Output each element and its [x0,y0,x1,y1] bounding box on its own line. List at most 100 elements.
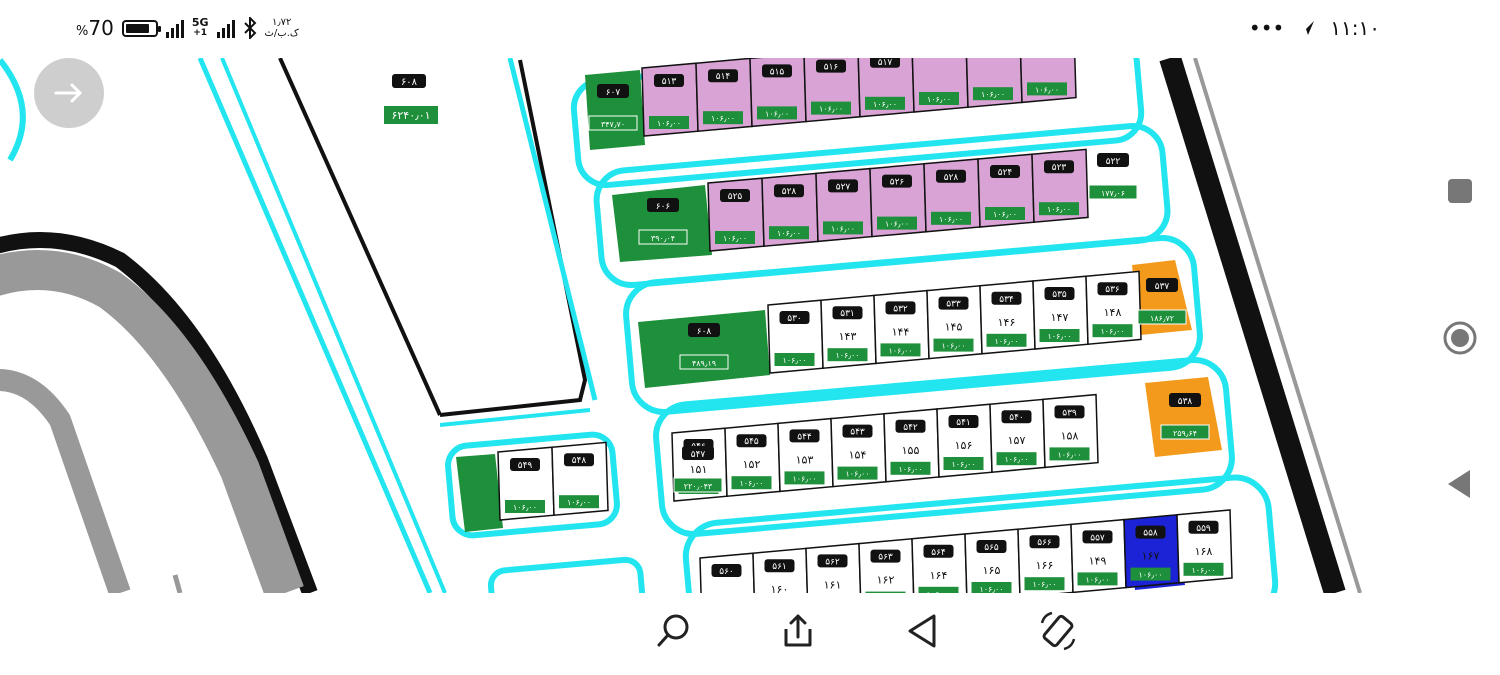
parcel-lot[interactable]: ۱۰۶٫۰۰ [911,58,969,113]
parcel-lot[interactable]: ۱۰۶٫۰۰ [1019,58,1077,104]
collapse-button[interactable] [1440,464,1480,508]
lot-number: ۵۱۷ [878,58,893,68]
lot-plate: ۱۵۲ [743,458,761,471]
lot-area: ۱۰۶٫۰۰ [941,342,965,351]
share-icon [784,614,812,647]
parcel-lot[interactable]: ۵۶۲۱۶۱۱۰۶٫۰۰ [805,542,862,593]
map-canvas[interactable]: ۶۰۸ ۶۲۴۰٫۰۱ ۵۱۳۱۰۶٫۰۰۵۱۴۱۰۶٫۰۰۵۱۵۱۰۶٫۰۰۵… [0,58,1380,593]
parcel-lot[interactable]: ۵۶۴۱۶۴۱۰۶٫۰۰ [911,533,968,593]
lot-area: ۱۰۶٫۰۰ [993,210,1017,219]
parcel-lot[interactable]: ۵۶۳۱۶۲۱۰۶٫۰۰ [858,537,915,593]
stop-button[interactable] [1440,172,1480,216]
parcel-lot[interactable]: ۵۶۰۱۰۶٫۰۰ [699,552,755,593]
lot-number: ۵۱۵ [770,67,785,77]
signal-icon [165,18,184,38]
lot-area: ۱۰۶٫۰۰ [765,109,789,118]
lot-number: ۵۳۶ [1105,285,1120,295]
previous-button[interactable] [898,607,946,655]
lot-number: ۶۰۷ [606,88,621,98]
lot-plate: ۱۴۸ [1104,306,1122,319]
clock: ۱۱:۱۰ [1330,16,1380,40]
bottom-toolbar [0,593,1500,675]
lot-area: ۱۰۶٫۰۰ [1057,450,1081,459]
lot-area: ۲۵۹٫۶۴ [1173,429,1197,438]
share-button[interactable] [774,607,822,655]
lot-plate: ۱۶۱ [824,578,842,591]
lot-plate: ۱۴۹ [1089,554,1107,567]
lot-area: ۱۰۶٫۰۰ [723,234,747,243]
lot-plate: ۱۶۰ [771,583,789,593]
lot-area: ۱۰۶٫۰۰ [567,498,591,507]
block-row-2: ۵۲۵۱۰۶٫۰۰۵۲۸۱۰۶٫۰۰۵۲۷۱۰۶٫۰۰۵۲۶۱۰۶٫۰۰۵۲۸۱… [593,122,1171,289]
lot-number: ۵۱۶ [824,63,839,73]
lot-area: ۱۰۶٫۰۰ [885,220,909,229]
parcel-lot[interactable]: ۵۶۱۱۶۰۱۰۶٫۰۰ [752,547,809,593]
triangle-left-icon [1448,470,1470,498]
parcel-corner[interactable]: ۵۳۸ ۲۵۹٫۶۴ [1160,393,1210,440]
lot-plate: ۱۴۵ [945,321,963,334]
lot-number: ۵۲۵ [728,192,743,202]
lot-number: ۵۲۲ [1106,157,1121,167]
lot-area: ۱۰۶٫۰۰ [981,90,1005,99]
lot-area: ۱۰۶٫۰۰ [1100,327,1124,336]
rotate-button[interactable] [1034,607,1082,655]
parcel-lot[interactable]: ۵۱۵ ۱۰۶٫۰۰ [749,58,807,128]
battery-icon [121,19,161,37]
parcel-608-top[interactable]: ۶۰۸ ۶۲۴۰٫۰۱ [384,74,438,124]
back-button[interactable] [34,58,104,128]
signal-icon-2 [216,18,235,38]
lot-area: ۱۰۶٫۰۰ [835,351,859,360]
lot-number: ۵۴۲ [903,423,918,433]
lot-number: ۵۳۰ [787,314,802,324]
lot-area: ۱۰۶٫۰۰ [513,503,537,512]
parcel-lot[interactable]: ۵۲۵ ۱۰۶٫۰۰ [707,177,765,252]
lot-area: ۱۰۶٫۰۰ [927,95,951,104]
parcel-lot[interactable]: ۱۰۶٫۰۰ [965,58,1023,109]
lot-number: ۵۴۹ [518,461,533,471]
search-button[interactable] [650,607,698,655]
lot-number: ۵۳۸ [1178,397,1193,407]
record-button[interactable] [1440,318,1480,362]
lot-number: ۵۶۵ [984,543,999,553]
parcel-lot[interactable]: ۵۳۶ ۱۴۸ ۱۰۶٫۰۰ [1085,270,1142,346]
parcel-lot[interactable]: ۵۴۹ ۱۰۶٫۰۰ [497,446,555,521]
lot-number: ۵۴۵ [744,437,759,447]
